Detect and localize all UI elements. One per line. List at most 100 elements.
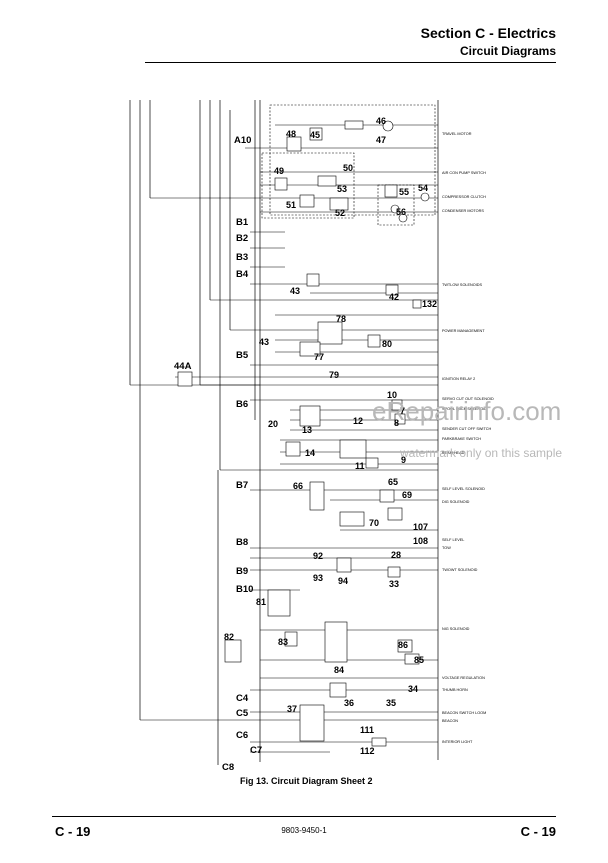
watermark-note: watermark only on this sample	[399, 446, 562, 460]
component-numbers: 48 45 46 47 49 50 53 55 54 51 52 56 43 4…	[224, 116, 437, 756]
output-label: BEACON	[442, 719, 458, 723]
output-label: TWTLOW SOLENOIDS	[442, 283, 483, 287]
component-label: 35	[386, 698, 396, 708]
component-label: 81	[256, 597, 266, 607]
header-rule	[145, 62, 556, 63]
component-label: 9	[401, 455, 406, 465]
output-label: SELF LEVEL SOLENOID	[442, 487, 485, 491]
component-label: 10	[387, 390, 397, 400]
bus-44a: 44A	[174, 361, 192, 372]
component-label: 11	[355, 461, 365, 471]
output-labels: TRAVEL MOTOR AIR CON PUMP SWITCH COMPRES…	[442, 132, 494, 744]
component-label: 34	[408, 684, 418, 694]
circuit-wires	[175, 124, 438, 753]
component-label: 37	[287, 704, 297, 714]
component-label: 47	[376, 135, 386, 145]
figure-caption: Fig 13. Circuit Diagram Sheet 2	[240, 776, 373, 786]
output-label: IGNITION RELAY 2	[442, 377, 475, 381]
bus-b2: B2	[236, 233, 248, 244]
output-label: BEAM HEAD	[442, 451, 465, 455]
document-number: 9803-9450-1	[281, 826, 327, 835]
component-label: 108	[413, 536, 428, 546]
bus-b6: B6	[236, 399, 248, 410]
component-label: 111	[360, 725, 374, 735]
component-label: 80	[382, 339, 392, 349]
bus-b7: B7	[236, 480, 248, 491]
bus-c7: C7	[250, 745, 262, 756]
bus-c8: C8	[222, 762, 234, 773]
output-label: VOLTAGE REGULATION	[442, 676, 485, 680]
footer-rule	[52, 816, 556, 817]
component-label: 50	[343, 163, 353, 173]
section-subtitle: Circuit Diagrams	[459, 44, 556, 58]
component-label: 69	[402, 490, 412, 500]
bus-b5: B5	[236, 350, 249, 361]
component-label: 53	[337, 184, 347, 194]
bus-b3: B3	[236, 252, 248, 263]
output-label: COMPRESSOR CLUTCH	[442, 195, 486, 199]
output-label: INTERIOR LIGHT	[442, 740, 473, 744]
component-label: 82	[224, 632, 234, 642]
bus-c5: C5	[236, 708, 249, 719]
output-label: DIG SOLENOID	[442, 500, 470, 504]
component-label: 55	[399, 187, 409, 197]
component-label: 42	[389, 292, 399, 302]
component-label: 12	[353, 416, 363, 426]
component-boxes	[177, 120, 430, 747]
output-label: POWER MANAGEMENT	[442, 329, 485, 333]
component-label: 28	[391, 550, 401, 560]
component-label: 85	[414, 655, 424, 665]
bus-b10: B10	[236, 584, 253, 595]
component-label: 66	[293, 481, 303, 491]
component-label: 36	[344, 698, 354, 708]
component-label: 70	[369, 518, 379, 528]
bus-b1: B1	[236, 217, 249, 228]
component-label: 43	[259, 337, 269, 347]
component-label: 7	[400, 406, 405, 416]
bus-a10: A10	[234, 135, 251, 146]
output-label: THUMB HORN	[442, 688, 468, 692]
page-number-right: C - 19	[520, 824, 556, 839]
page-number-left: C - 19	[55, 824, 91, 839]
output-label: AIR CON PUMP SWITCH	[442, 171, 486, 175]
component-label: 51	[286, 200, 296, 210]
component-label: 56	[396, 207, 406, 217]
component-label: 49	[274, 166, 284, 176]
component-label: 86	[398, 640, 408, 650]
bus-b8: B8	[236, 537, 248, 548]
component-label: 79	[329, 370, 339, 380]
section-title: Section C - Electrics	[420, 25, 556, 41]
output-label: SELF LEVEL	[442, 538, 464, 542]
output-label: SPOOL LOCK SOLENOID	[442, 407, 487, 411]
output-label: TRAVEL MOTOR	[442, 132, 472, 136]
bus-labels: A10 B1 B2 B3 B4 B5 B6 B7 B8 B9 B10 C4 C5…	[174, 135, 262, 773]
component-label: 92	[313, 551, 323, 561]
output-label: PARKBRAKE SWITCH	[442, 437, 481, 441]
output-label: CONDENSER MOTORS	[442, 209, 484, 213]
output-label: SERVO CUT OUT SOLENOID	[442, 397, 494, 401]
bus-c4: C4	[236, 693, 249, 704]
watermark-text: eRepairinfo.com	[372, 396, 561, 426]
component-label: 46	[376, 116, 386, 126]
component-label: 65	[388, 477, 398, 487]
component-label: 45	[310, 130, 320, 140]
component-label: 8	[394, 418, 399, 428]
bus-b4: B4	[236, 269, 249, 280]
component-label: 33	[389, 579, 399, 589]
component-label: 78	[336, 314, 346, 324]
feeder-lines	[129, 100, 439, 765]
bus-b9: B9	[236, 566, 248, 577]
component-label: 77	[314, 352, 324, 362]
output-label: TOW	[442, 546, 451, 550]
output-label: TWOWT SOLENOID	[442, 568, 478, 572]
component-label: 107	[413, 522, 428, 532]
component-label: 54	[418, 183, 428, 193]
output-label: SENDER CUT OFF SWITCH	[442, 427, 492, 431]
component-label: 52	[335, 208, 345, 218]
component-label: 83	[278, 637, 288, 647]
component-label: 48	[286, 129, 296, 139]
component-label: 93	[313, 573, 323, 583]
component-label: 43	[290, 286, 300, 296]
component-label: 132	[422, 299, 437, 309]
